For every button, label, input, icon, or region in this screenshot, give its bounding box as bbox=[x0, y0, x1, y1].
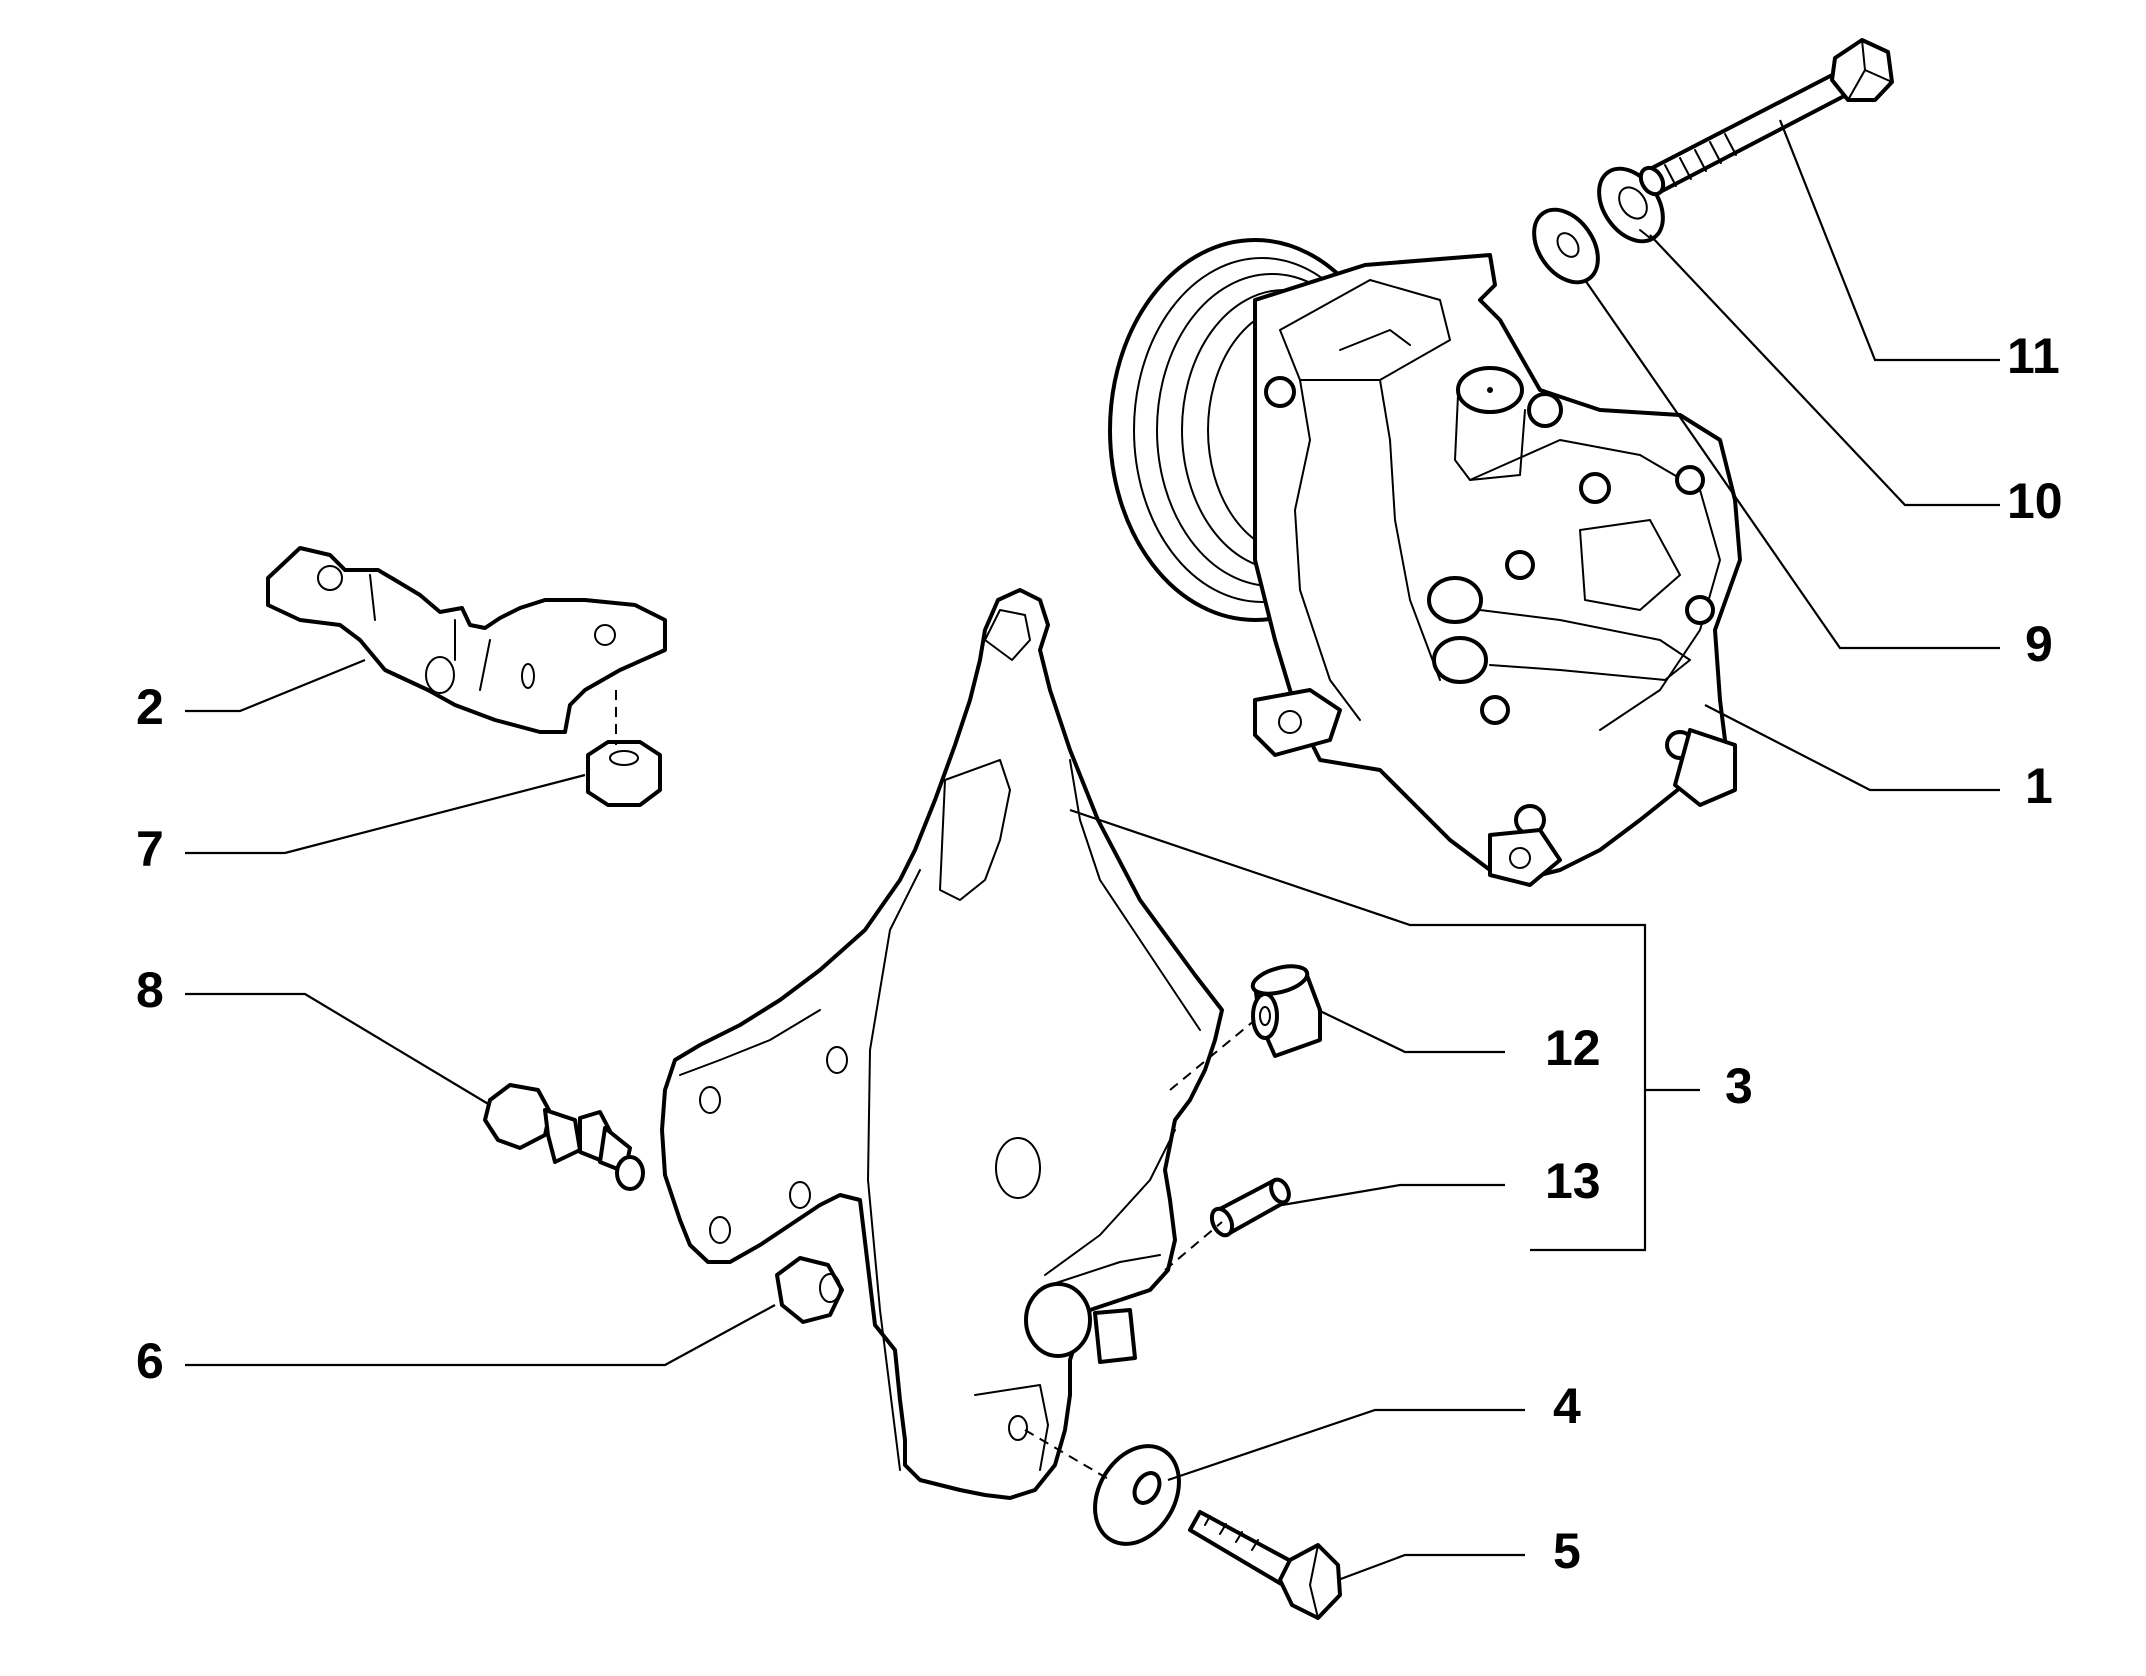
callout-9: 9 bbox=[2025, 616, 2053, 672]
part-3-support bbox=[660, 588, 1224, 1500]
callout-11: 11 bbox=[2007, 328, 2060, 384]
callout-2: 2 bbox=[136, 679, 164, 735]
part-4-washer bbox=[1093, 1444, 1181, 1546]
part-12-bushing bbox=[1250, 964, 1322, 1058]
callout-10: 10 bbox=[2007, 473, 2063, 529]
callout-1: 1 bbox=[2025, 758, 2053, 814]
callout-6: 6 bbox=[136, 1333, 164, 1389]
callout-4: 4 bbox=[1553, 1378, 1581, 1434]
part-9-washer bbox=[1532, 207, 1600, 285]
part-11-long-bolt bbox=[1638, 38, 1894, 197]
callout-8: 8 bbox=[136, 962, 164, 1018]
assembly-axes bbox=[615, 690, 1256, 1481]
part-1-compressor bbox=[1108, 238, 1742, 887]
part-2-bracket bbox=[266, 546, 667, 734]
part-13-pin bbox=[1209, 1177, 1291, 1238]
callout-labels: 1 2 3 4 5 6 7 8 9 10 11 12 13 bbox=[136, 328, 2063, 1579]
part-5-bolt bbox=[1188, 1510, 1342, 1620]
callout-5: 5 bbox=[1553, 1523, 1581, 1579]
leader-lines bbox=[185, 119, 2000, 1582]
part-7-nut bbox=[586, 740, 662, 807]
part-8-stud-bolt bbox=[483, 1083, 645, 1191]
callout-13: 13 bbox=[1545, 1153, 1601, 1209]
callout-12: 12 bbox=[1545, 1020, 1601, 1076]
callout-7: 7 bbox=[136, 821, 164, 877]
part-6-nut bbox=[775, 1256, 844, 1324]
callout-3: 3 bbox=[1725, 1058, 1753, 1114]
